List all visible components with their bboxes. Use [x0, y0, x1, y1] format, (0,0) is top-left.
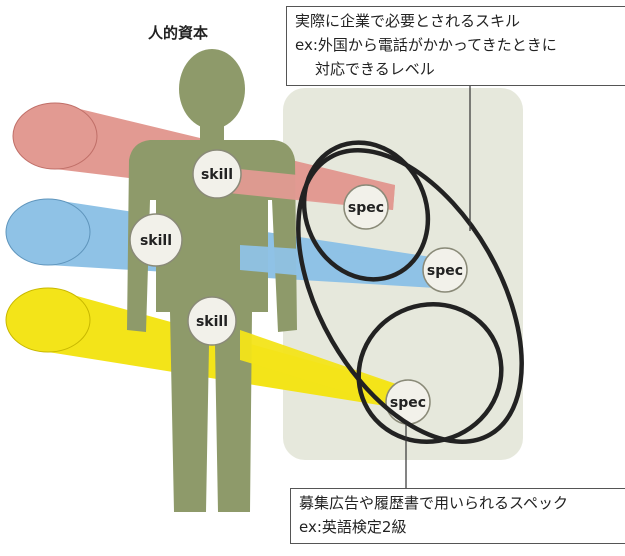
- callout-spec: 募集広告や履歴書で用いられるスペック ex:英語検定2級: [290, 488, 625, 544]
- callout-bottom-line1: 募集広告や履歴書で用いられるスペック: [299, 494, 568, 512]
- skill-label-red: skill: [201, 167, 233, 183]
- callout-required-skill: 実際に企業で必要とされるスキル ex:外国から電話がかかってきたときに 対応でき…: [286, 6, 625, 86]
- skill-label-yellow: skill: [196, 314, 228, 330]
- callout-bottom-line2: ex:英語検定2級: [299, 518, 407, 536]
- skill-bubble-yellow: skill: [187, 296, 237, 346]
- spec-bubble-red: spec: [343, 184, 389, 230]
- spec-bubble-blue: spec: [422, 247, 468, 293]
- ellipse-small-bottom: [356, 302, 504, 444]
- ellipse-small-top: [301, 140, 431, 282]
- ellipse-large: [296, 148, 524, 444]
- callout-top-line2: ex:外国から電話がかかってきたときに: [295, 36, 557, 54]
- person-head: [179, 49, 245, 129]
- spec-bubble-yellow: spec: [385, 379, 431, 425]
- callout-top-line1: 実際に企業で必要とされるスキル: [295, 12, 521, 30]
- skill-bubble-red: skill: [192, 149, 242, 199]
- person-silhouette: [127, 49, 297, 512]
- skill-bubble-blue: skill: [129, 213, 183, 267]
- spec-label-blue: spec: [427, 263, 463, 279]
- callout-top-line3: 対応できるレベル: [315, 60, 435, 78]
- spec-label-red: spec: [348, 200, 384, 216]
- spec-label-yellow: spec: [390, 395, 426, 411]
- diagram-title: 人的資本: [148, 24, 209, 42]
- skill-label-blue: skill: [140, 233, 172, 249]
